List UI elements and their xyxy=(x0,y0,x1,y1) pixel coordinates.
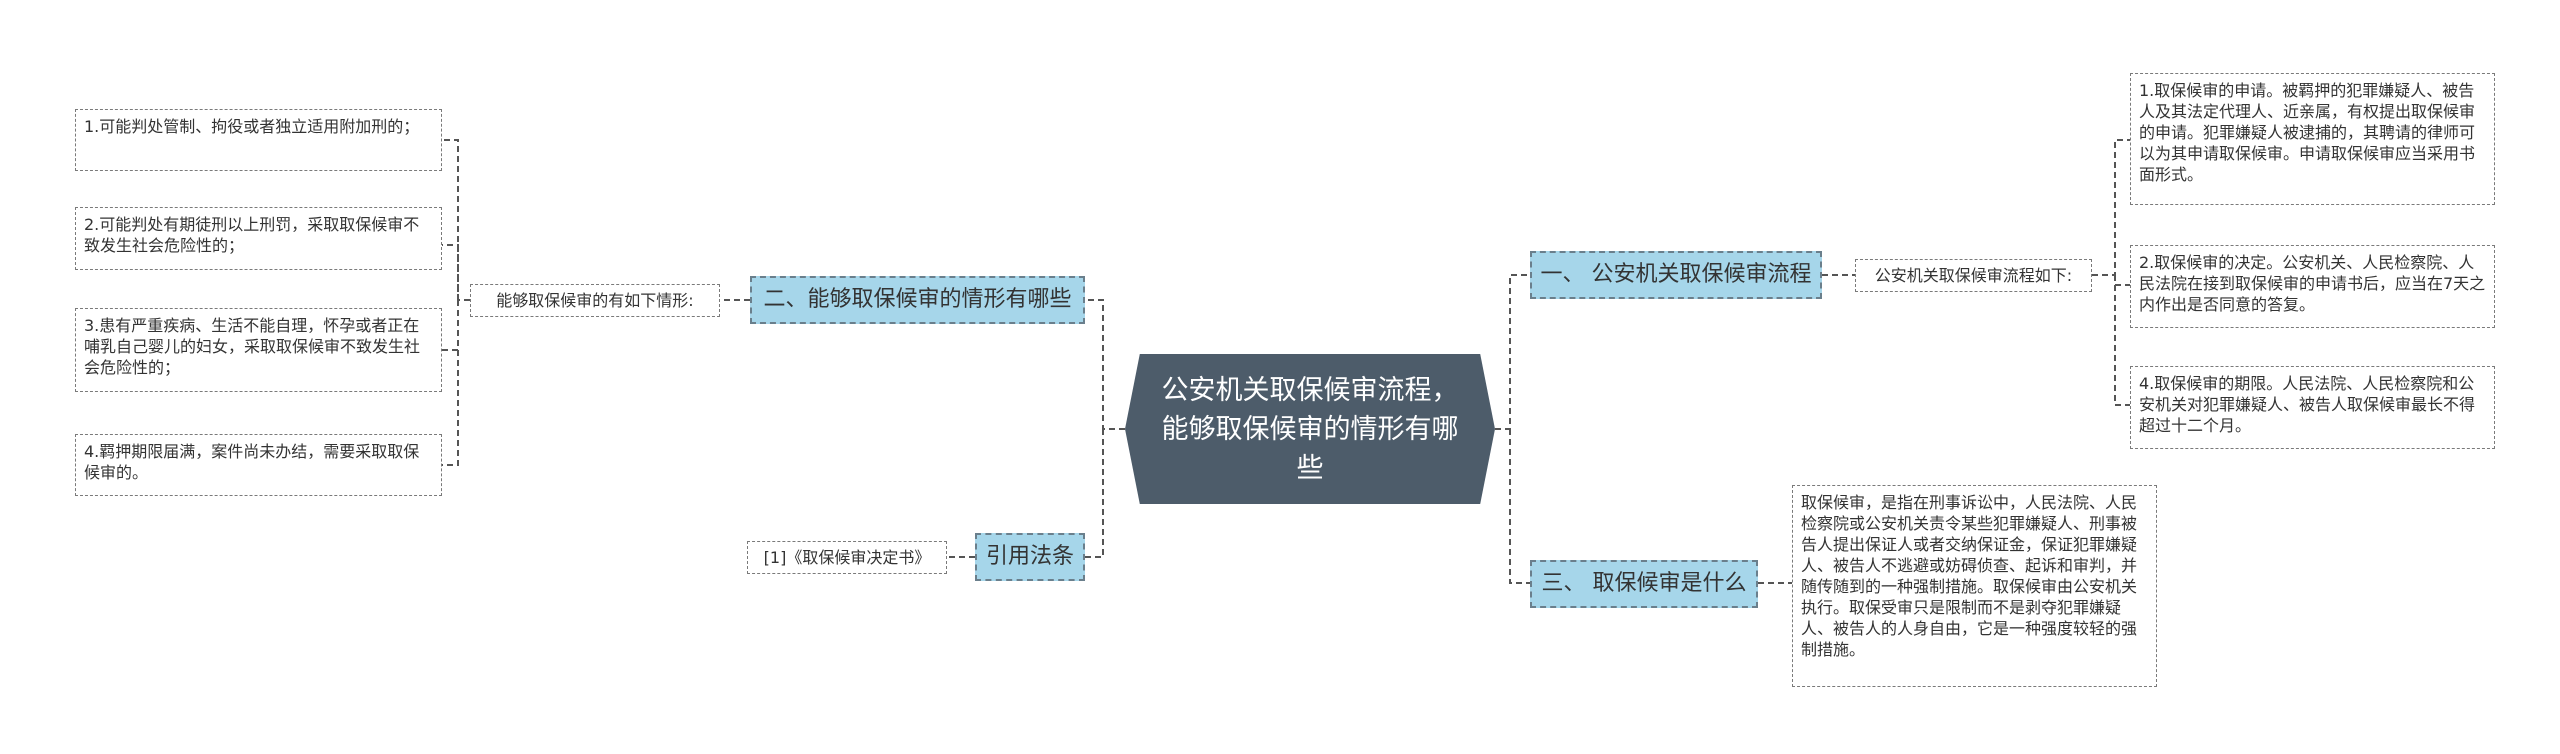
branch-what-is-bail[interactable]: 三、 取保候审是什么 xyxy=(1530,560,1758,608)
conditions-intro-node[interactable]: 能够取保候审的有如下情形: xyxy=(470,284,720,317)
leaf-bail-definition[interactable]: 取保候审，是指在刑事诉讼中，人民法院、人民检察院或公安机关责令某些犯罪嫌疑人、刑… xyxy=(1792,485,2157,687)
leaf-condition-2[interactable]: 2.可能判处有期徒刑以上刑罚，采取取保候审不致发生社会危险性的； xyxy=(75,207,442,270)
leaf-text: [1]《取保候审决定书》 xyxy=(763,547,931,567)
branch-label: 三、 取保候审是什么 xyxy=(1541,571,1747,596)
leaf-procedure-decision[interactable]: 2.取保候审的决定。公安机关、人民检察院、人民法院在接到取保候审的申请书后，应当… xyxy=(2130,245,2495,328)
leaf-text: 3.患有严重疾病、生活不能自理，怀孕或者正在哺乳自己婴儿的妇女，采取取保候审不致… xyxy=(84,316,421,377)
central-topic-title: 公安机关取保候审流程，能够取保候审的情形有哪些 xyxy=(1161,374,1459,484)
leaf-text: 2.可能判处有期徒刑以上刑罚，采取取保候审不致发生社会危险性的； xyxy=(84,215,420,255)
node-label: 能够取保候审的有如下情形: xyxy=(496,290,694,310)
branch-public-security-procedure[interactable]: 一、 公安机关取保候审流程 xyxy=(1530,251,1822,299)
procedure-intro-node[interactable]: 公安机关取保候审流程如下: xyxy=(1855,259,2092,292)
leaf-cited-document[interactable]: [1]《取保候审决定书》 xyxy=(747,541,947,574)
leaf-text: 4.羁押期限届满，案件尚未办结，需要采取取保候审的。 xyxy=(84,442,420,482)
branch-cited-law[interactable]: 引用法条 xyxy=(975,533,1085,581)
leaf-procedure-application[interactable]: 1.取保候审的申请。被羁押的犯罪嫌疑人、被告人及其法定代理人、近亲属，有权提出取… xyxy=(2130,73,2495,205)
leaf-text: 取保候审，是指在刑事诉讼中，人民法院、人民检察院或公安机关责令某些犯罪嫌疑人、刑… xyxy=(1801,493,2138,659)
leaf-text: 2.取保候审的决定。公安机关、人民检察院、人民法院在接到取保候审的申请书后，应当… xyxy=(2139,253,2486,314)
branch-label: 引用法条 xyxy=(985,544,1074,569)
leaf-text: 4.取保候审的期限。人民法院、人民检察院和公安机关对犯罪嫌疑人、被告人取保候审最… xyxy=(2139,374,2476,435)
leaf-condition-4[interactable]: 4.羁押期限届满，案件尚未办结，需要采取取保候审的。 xyxy=(75,434,442,496)
leaf-procedure-period[interactable]: 4.取保候审的期限。人民法院、人民检察院和公安机关对犯罪嫌疑人、被告人取保候审最… xyxy=(2130,366,2495,449)
leaf-text: 1.可能判处管制、拘役或者独立适用附加刑的； xyxy=(84,117,420,136)
branch-label: 二、能够取保候审的情形有哪些 xyxy=(763,287,1072,312)
branch-bail-conditions[interactable]: 二、能够取保候审的情形有哪些 xyxy=(750,276,1085,324)
leaf-condition-3[interactable]: 3.患有严重疾病、生活不能自理，怀孕或者正在哺乳自己婴儿的妇女，采取取保候审不致… xyxy=(75,308,442,392)
branch-label: 一、 公安机关取保候审流程 xyxy=(1540,262,1812,287)
leaf-condition-1[interactable]: 1.可能判处管制、拘役或者独立适用附加刑的； xyxy=(75,109,442,171)
central-topic[interactable]: 公安机关取保候审流程，能够取保候审的情形有哪些 xyxy=(1125,354,1495,504)
leaf-text: 1.取保候审的申请。被羁押的犯罪嫌疑人、被告人及其法定代理人、近亲属，有权提出取… xyxy=(2139,81,2476,184)
node-label: 公安机关取保候审流程如下: xyxy=(1874,265,2073,285)
